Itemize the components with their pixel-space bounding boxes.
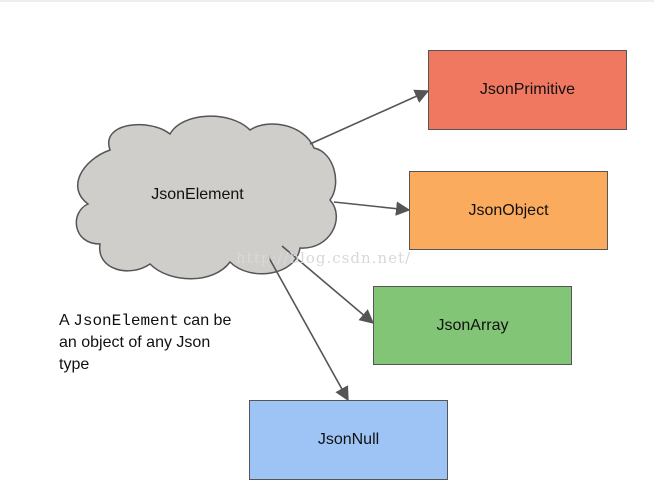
caption-line1-suffix: can be [178, 312, 232, 329]
json-primitive-box: JsonPrimitive [428, 50, 627, 130]
json-null-box: JsonNull [249, 400, 448, 480]
watermark-text: http://blog.csdn.net/ [236, 249, 412, 267]
arrow-to-primitive [309, 89, 430, 145]
json-primitive-label: JsonPrimitive [479, 81, 576, 98]
json-array-label: JsonArray [436, 316, 509, 334]
caption-code: JsonElement [73, 312, 179, 330]
cloud-label: JsonElement [151, 186, 244, 203]
caption-prefix: A [59, 312, 74, 329]
caption-text: A JsonElement can be an object of any Js… [59, 310, 289, 376]
cloud-shape [75, 115, 337, 280]
json-object-box: JsonObject [409, 171, 608, 250]
json-array-box: JsonArray [373, 286, 572, 365]
caption-line-1: A JsonElement can be [59, 310, 289, 332]
top-divider [0, 0, 654, 2]
json-object-label: JsonObject [468, 201, 549, 219]
arrow-to-object [333, 201, 411, 216]
json-null-label: JsonNull [317, 431, 380, 448]
arrow-to-array [281, 245, 375, 324]
arrow-to-null [267, 255, 349, 402]
caption-line-3: type [59, 356, 90, 373]
caption-line-2: an object of any Json [59, 334, 211, 351]
